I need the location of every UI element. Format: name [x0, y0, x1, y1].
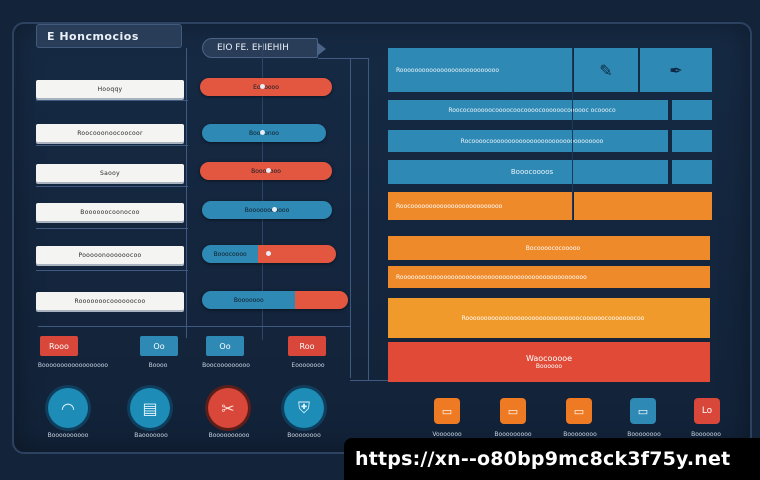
panel-row6[interactable]: Bocoooococooooo [388, 236, 710, 260]
mini-button-2[interactable]: Oo [140, 336, 178, 356]
orange-box-icon-1[interactable]: ▭ [434, 398, 460, 424]
connector-line [36, 186, 188, 187]
panel-row3-cap [672, 130, 712, 152]
shield-icon: ⛨ [297, 398, 310, 417]
mini-button-4[interactable]: Roo [288, 336, 326, 356]
connector-line [368, 58, 369, 380]
panel-row2[interactable]: Roococoooooocoooocoocoooocoooooocoooooc … [388, 100, 668, 120]
red-box-icon[interactable]: Lo [694, 398, 720, 424]
panel-row8[interactable]: Rooooooooooooooooooooooooooooooocooooooc… [388, 298, 710, 338]
panel-icon-b[interactable]: ✒ [640, 48, 712, 92]
middle-item[interactable]: Booooooooooo [202, 201, 332, 219]
icon-caption: Boooooooo [627, 431, 661, 438]
circle-caption: Boooooooooo [47, 432, 89, 439]
panel-row4[interactable]: Booocoooos [388, 160, 668, 184]
connector-dot [266, 251, 271, 256]
panel-row2-cap [672, 100, 712, 120]
circle-button-4[interactable]: ⛨ [284, 388, 324, 428]
circle-caption: Boooooooo [287, 432, 321, 439]
icon-caption: Boooooooo [563, 431, 597, 438]
chart-icon: ◠ [61, 398, 75, 418]
connector-line [262, 40, 263, 340]
mini-button-caption: Boooooooooooooooooo [37, 362, 109, 369]
panel-row3[interactable]: Rocoooocooooooooooooooooooooooooooooooo [388, 130, 668, 152]
middle-item[interactable]: Booooooo [202, 291, 348, 309]
connector-line [36, 100, 188, 101]
panel-divider [572, 48, 573, 220]
connector-line [318, 58, 368, 59]
connector-line [350, 380, 388, 381]
left-item[interactable]: Hooqqy [36, 80, 184, 98]
icon-caption: Vooooooo [432, 431, 462, 438]
circle-button-3[interactable]: ✂ [208, 388, 248, 428]
header-title-tab: E Honcmocios [36, 24, 182, 48]
watermark-url: https://xn--o80bp9mc8ck3f75y.net [344, 438, 760, 480]
circle-caption: Baooooooo [134, 432, 168, 439]
circle-button-2[interactable]: ▤ [130, 388, 170, 428]
connector-dot [260, 130, 265, 135]
circle-button-1[interactable]: ◠ [48, 388, 88, 428]
connector-line [36, 145, 188, 146]
tools-icon: ✂ [221, 398, 235, 418]
connector-line [36, 270, 188, 271]
icon-caption: Booooooooo [494, 431, 532, 438]
document-icon: ▤ [142, 398, 158, 418]
left-item[interactable]: Rooooooocoooooocoo [36, 292, 184, 310]
panel-row7[interactable]: Rooooooocooooooooooooooooooooooooooooooo… [388, 266, 710, 288]
header-subtitle-tab: EIO FE. EHIEHIH [202, 38, 326, 58]
orange-box-icon-3[interactable]: ▭ [566, 398, 592, 424]
icon-caption: Booooooo [691, 431, 721, 438]
panel-row4-cap [672, 160, 712, 184]
left-item[interactable]: Saooy [36, 164, 184, 182]
tag-icon: ✎ [599, 60, 613, 80]
panel-row5-cap [574, 192, 712, 220]
middle-item[interactable]: Booocoooo [202, 245, 336, 263]
connector-line [350, 58, 351, 378]
panel-icon-a[interactable]: ✎ [574, 48, 638, 92]
mini-button-caption: Boooo [148, 362, 168, 369]
mini-button-caption: Eoooooooo [291, 362, 325, 369]
connector-line [36, 228, 188, 229]
orange-box-icon-2[interactable]: ▭ [500, 398, 526, 424]
connector-dot [260, 84, 265, 89]
left-item[interactable]: Pooooonoooooocoo [36, 246, 184, 264]
connector-dot [266, 168, 271, 173]
connector-dot [272, 207, 277, 212]
panel-row5[interactable]: Roocooooooooooooooooooooooooo [388, 192, 572, 220]
panel-row1[interactable]: Rooooooooooooooooooooooooooo [388, 48, 572, 92]
connector-line [186, 48, 187, 338]
mini-button-1[interactable]: Rooo [40, 336, 78, 356]
blue-box-icon[interactable]: ▭ [630, 398, 656, 424]
pen-icon: ✒ [669, 60, 683, 80]
circle-caption: Boooooooooo [208, 432, 250, 439]
left-item[interactable]: Boooooocoonocoo [36, 203, 184, 221]
mini-button-caption: Boocooooooooo [202, 362, 250, 369]
left-item[interactable]: Roocooonoocoocoor [36, 124, 184, 142]
panel-row9[interactable]: Waocooooe Boooooo [388, 342, 710, 382]
mini-button-3[interactable]: Oo [206, 336, 244, 356]
middle-item[interactable]: Eoooooo [200, 78, 332, 96]
connector-line [38, 326, 350, 327]
